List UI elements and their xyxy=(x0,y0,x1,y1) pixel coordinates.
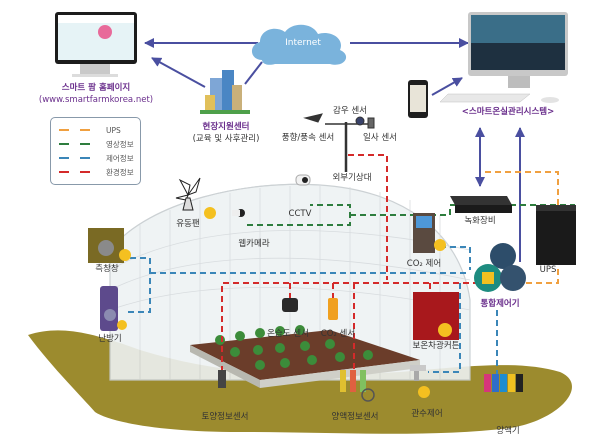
wind-sensor-label: 풍향/풍속 센서 xyxy=(281,133,335,143)
legend-label: 제어정보 xyxy=(106,153,134,163)
network-lines xyxy=(144,38,525,262)
legend-swatch xyxy=(59,128,69,132)
recorder-graphic xyxy=(450,196,512,213)
control-lines xyxy=(128,246,498,375)
legend-label: 영상정보 xyxy=(106,139,134,149)
internet-cloud xyxy=(251,24,347,65)
legend: UPS 영상정보 제어정보 환경정보 xyxy=(50,117,141,185)
legend-swatch xyxy=(80,170,90,174)
fan-graphic xyxy=(175,177,216,219)
legend-swatch xyxy=(80,142,90,146)
support-center-subtitle: (교육 및 사후관리) xyxy=(192,134,260,144)
cctv-label: CCTV xyxy=(288,209,312,219)
weather-station-label: 외부기상대 xyxy=(332,173,372,183)
legend-swatch xyxy=(59,156,69,160)
faucet-graphic xyxy=(410,365,430,398)
legend-swatch xyxy=(59,170,69,174)
legend-swatch xyxy=(80,128,90,132)
ups-lines xyxy=(485,171,559,284)
rain-sensor-label: 감우 센서 xyxy=(333,106,367,116)
legend-item-video: 영상정보 xyxy=(59,138,134,150)
weather-station-graphic xyxy=(303,113,375,172)
fan-label: 유동팬 xyxy=(176,219,200,229)
webcam-label: 웹카메라 xyxy=(238,239,270,249)
legend-label: 환경정보 xyxy=(106,167,134,177)
homepage-title: 스마트 팜 홈페이지 xyxy=(61,83,131,93)
legend-label: UPS xyxy=(106,125,121,135)
irrigation-label: 관수제어 xyxy=(411,409,443,419)
soil-sensor-label: 토양정보센서 xyxy=(201,412,249,422)
curtain-graphic xyxy=(413,292,459,340)
integrated-controller-graphic xyxy=(474,243,526,292)
management-system-title: <스마트온실관리시스템> xyxy=(461,107,555,117)
recorder-label: 녹화장비 xyxy=(464,216,496,226)
integrated-controller-label: 통합제어기 xyxy=(480,299,520,309)
legend-item-control: 제어정보 xyxy=(59,152,134,164)
smartphone-graphic xyxy=(408,80,428,118)
temp-humidity-sensor-label: 온습도 센서 xyxy=(267,329,309,339)
legend-swatch xyxy=(59,142,69,146)
solar-sensor-label: 일사 센서 xyxy=(363,133,397,143)
side-window-graphic xyxy=(88,228,131,263)
homepage-monitor-graphic xyxy=(55,12,137,77)
co2-control-label: CO₂ 제어 xyxy=(406,259,442,269)
side-window-label: 측창창 xyxy=(95,264,119,274)
inside-sensors-graphic xyxy=(218,298,375,402)
co2-control-graphic xyxy=(413,213,446,253)
camera-graphics xyxy=(232,174,311,217)
nutrient-supplier-graphic xyxy=(484,374,523,392)
support-center-building xyxy=(200,70,250,114)
ups-graphic xyxy=(536,205,576,265)
heater-label: 난방기 xyxy=(98,334,122,344)
internet-label: Internet xyxy=(285,38,321,48)
legend-swatch xyxy=(80,156,90,160)
nutrient-supplier-label: 양액기 xyxy=(496,426,520,436)
ups-label: UPS xyxy=(539,265,557,275)
heater-graphic xyxy=(100,286,127,331)
management-monitor-graphic xyxy=(439,12,568,103)
legend-item-ups: UPS xyxy=(59,124,121,136)
legend-item-environment: 환경정보 xyxy=(59,166,134,178)
curtain-label: 보온차광커튼 xyxy=(412,341,460,351)
support-center-title: 현장지원센터 xyxy=(202,122,250,132)
video-lines xyxy=(247,204,575,226)
homepage-url[interactable]: (www.smartfarmkorea.net) xyxy=(38,95,154,105)
nutrient-sensor-label: 양액정보센서 xyxy=(331,412,379,422)
co2-sensor-label: CO₂ 센서 xyxy=(320,329,356,339)
